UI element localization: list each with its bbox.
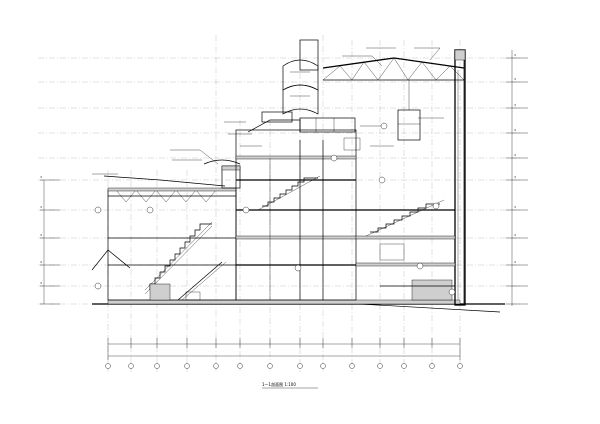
drawing-caption: 1—1剖面图 1:100 (262, 382, 296, 387)
svg-text:±: ± (514, 234, 516, 237)
dimension-chains (107, 338, 461, 360)
svg-text:±: ± (40, 206, 42, 209)
svg-text:±: ± (514, 154, 516, 157)
section-markers (94, 122, 456, 296)
right-elevation-marks: ± ± ± ± ± ± ± ± ± (506, 50, 528, 306)
axis-bubbles (105, 363, 463, 369)
svg-text:±: ± (40, 261, 42, 264)
left-elevation-marks: ± ± ± ± ± (40, 176, 60, 305)
axis-lines (107, 35, 461, 372)
svg-text:±: ± (514, 78, 516, 81)
ground-line (92, 299, 505, 313)
svg-text:±: ± (514, 104, 516, 107)
svg-text:±: ± (40, 282, 42, 285)
svg-text:±: ± (514, 129, 516, 132)
level-lines (38, 57, 520, 305)
left-low-block (91, 159, 241, 301)
svg-text:±: ± (514, 176, 516, 179)
tall-volume (282, 39, 466, 306)
svg-text:±: ± (514, 54, 516, 57)
central-tower (235, 111, 357, 301)
svg-text:±: ± (40, 176, 42, 179)
svg-text:±: ± (514, 206, 516, 209)
leader-notes (92, 47, 444, 175)
svg-text:±: ± (40, 234, 42, 237)
svg-text:±: ± (514, 261, 516, 264)
